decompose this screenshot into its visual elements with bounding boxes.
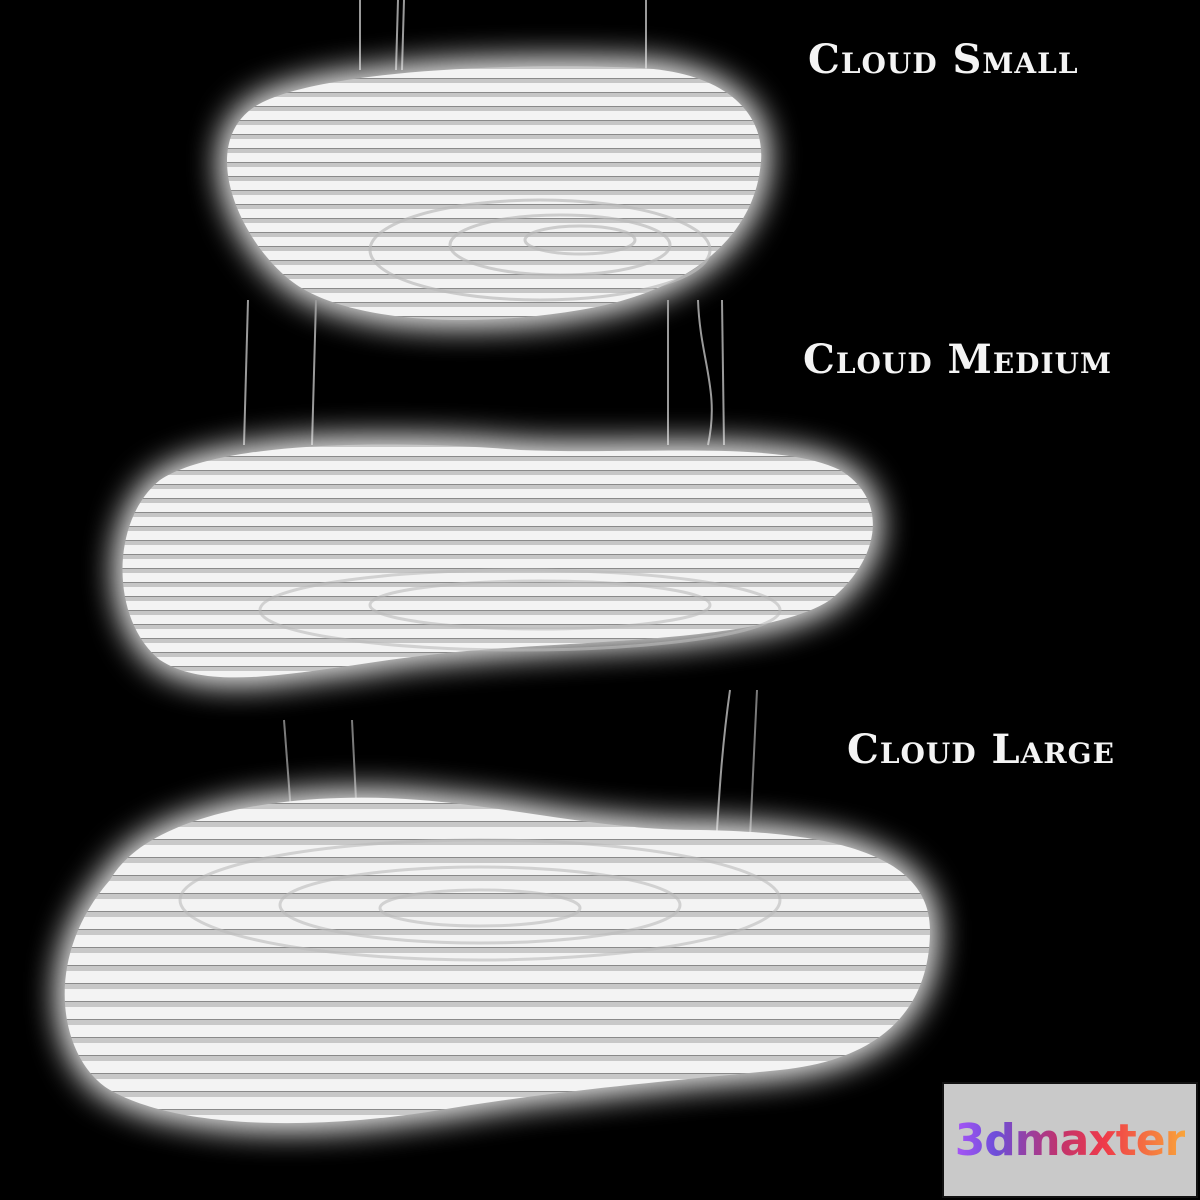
label-cloud-large: Cloud Large <box>847 726 1115 773</box>
label-cloud-small: Cloud Small <box>808 36 1079 83</box>
watermark-text: 3dmaxter <box>954 1114 1187 1166</box>
cloud-medium-lamp <box>122 299 873 678</box>
watermark-logo: 3dmaxter <box>942 1082 1198 1198</box>
cloud-small-lamp <box>227 0 762 320</box>
label-cloud-medium: Cloud Medium <box>803 336 1112 383</box>
cloud-large-lamp <box>64 689 930 1124</box>
